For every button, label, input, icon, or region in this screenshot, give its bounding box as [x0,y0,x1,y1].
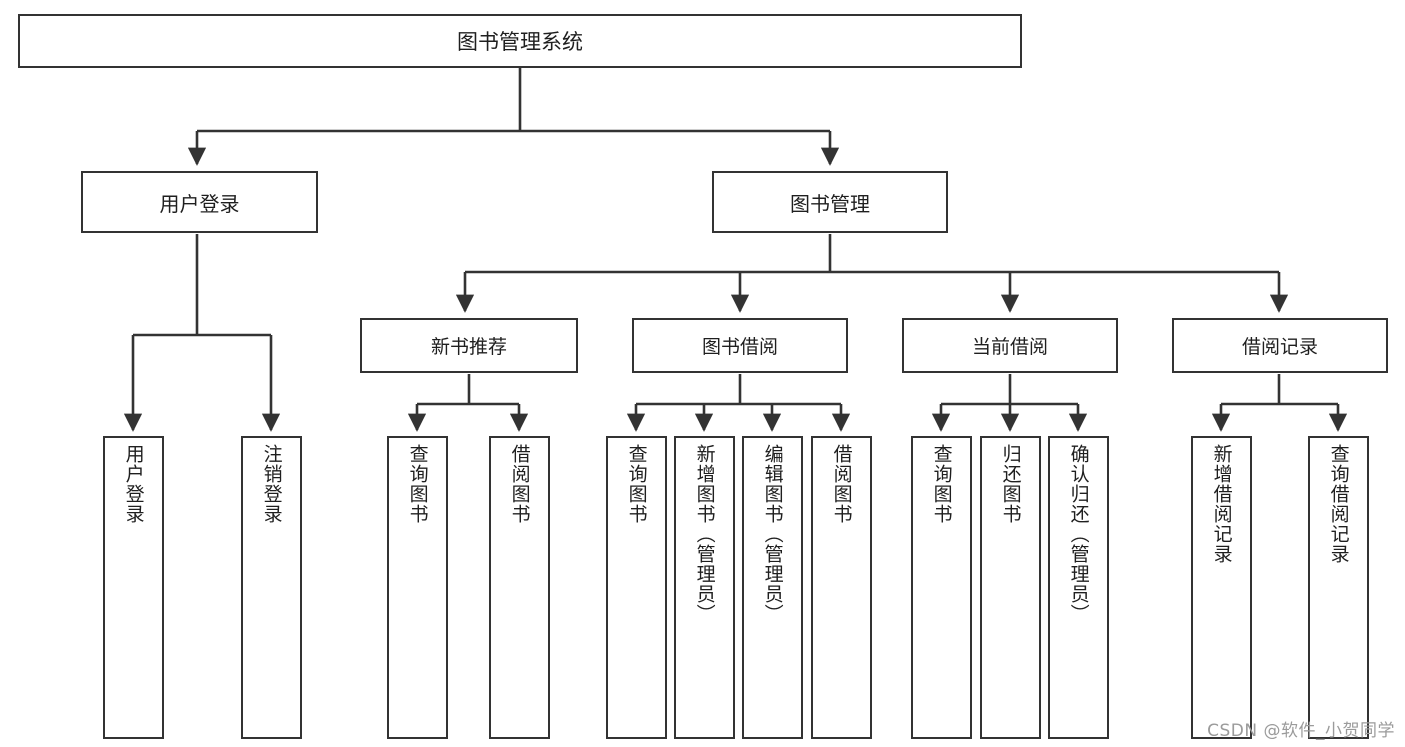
leaf-query-borrow-record[interactable]: 查询借阅记录 [1308,436,1369,739]
node-label: 新增图书（管理员） [693,444,716,624]
node-label: 借阅图书 [508,444,531,524]
node-label: 当前借阅 [971,336,1048,358]
leaf-return-book[interactable]: 归还图书 [980,436,1041,739]
leaf-borrow-book-recommend[interactable]: 借阅图书 [489,436,550,739]
leaf-query-book[interactable]: 查询图书 [606,436,667,739]
node-label: 新增借阅记录 [1210,444,1233,564]
leaf-add-borrow-record[interactable]: 新增借阅记录 [1191,436,1252,739]
node-label: 用户登录 [122,444,145,524]
leaf-user-login[interactable]: 用户登录 [103,436,164,739]
node-label: 查询图书 [930,444,953,524]
node-borrow-record[interactable]: 借阅记录 [1172,318,1388,373]
node-label: 借阅记录 [1241,336,1318,358]
leaf-add-book-admin[interactable]: 新增图书（管理员） [674,436,735,739]
node-label: 图书借阅 [701,336,778,358]
leaf-logout[interactable]: 注销登录 [241,436,302,739]
node-root-system[interactable]: 图书管理系统 [18,14,1022,68]
node-label: 确认归还（管理员） [1067,444,1090,624]
node-book-management[interactable]: 图书管理 [712,171,948,233]
node-label: 归还图书 [999,444,1022,524]
node-label: 借阅图书 [830,444,853,524]
leaf-query-book-recommend[interactable]: 查询图书 [387,436,448,739]
node-new-book-recommend[interactable]: 新书推荐 [360,318,578,373]
watermark: CSDN @软件_小贺同学 [1207,721,1395,741]
leaf-edit-book-admin[interactable]: 编辑图书（管理员） [742,436,803,739]
leaf-query-book-current[interactable]: 查询图书 [911,436,972,739]
node-label: 查询借阅记录 [1327,444,1350,564]
node-label: 图书管理 [790,191,870,216]
node-label: 查询图书 [625,444,648,524]
node-label: 图书管理系统 [457,30,583,54]
node-label: 编辑图书（管理员） [761,444,784,624]
node-label: 用户登录 [159,191,240,216]
node-label: 新书推荐 [430,336,507,358]
node-current-borrow[interactable]: 当前借阅 [902,318,1118,373]
leaf-confirm-return-admin[interactable]: 确认归还（管理员） [1048,436,1109,739]
node-label: 注销登录 [260,444,283,524]
node-book-borrow[interactable]: 图书借阅 [632,318,848,373]
node-user-login[interactable]: 用户登录 [81,171,318,233]
leaf-borrow-book[interactable]: 借阅图书 [811,436,872,739]
node-label: 查询图书 [406,444,429,524]
